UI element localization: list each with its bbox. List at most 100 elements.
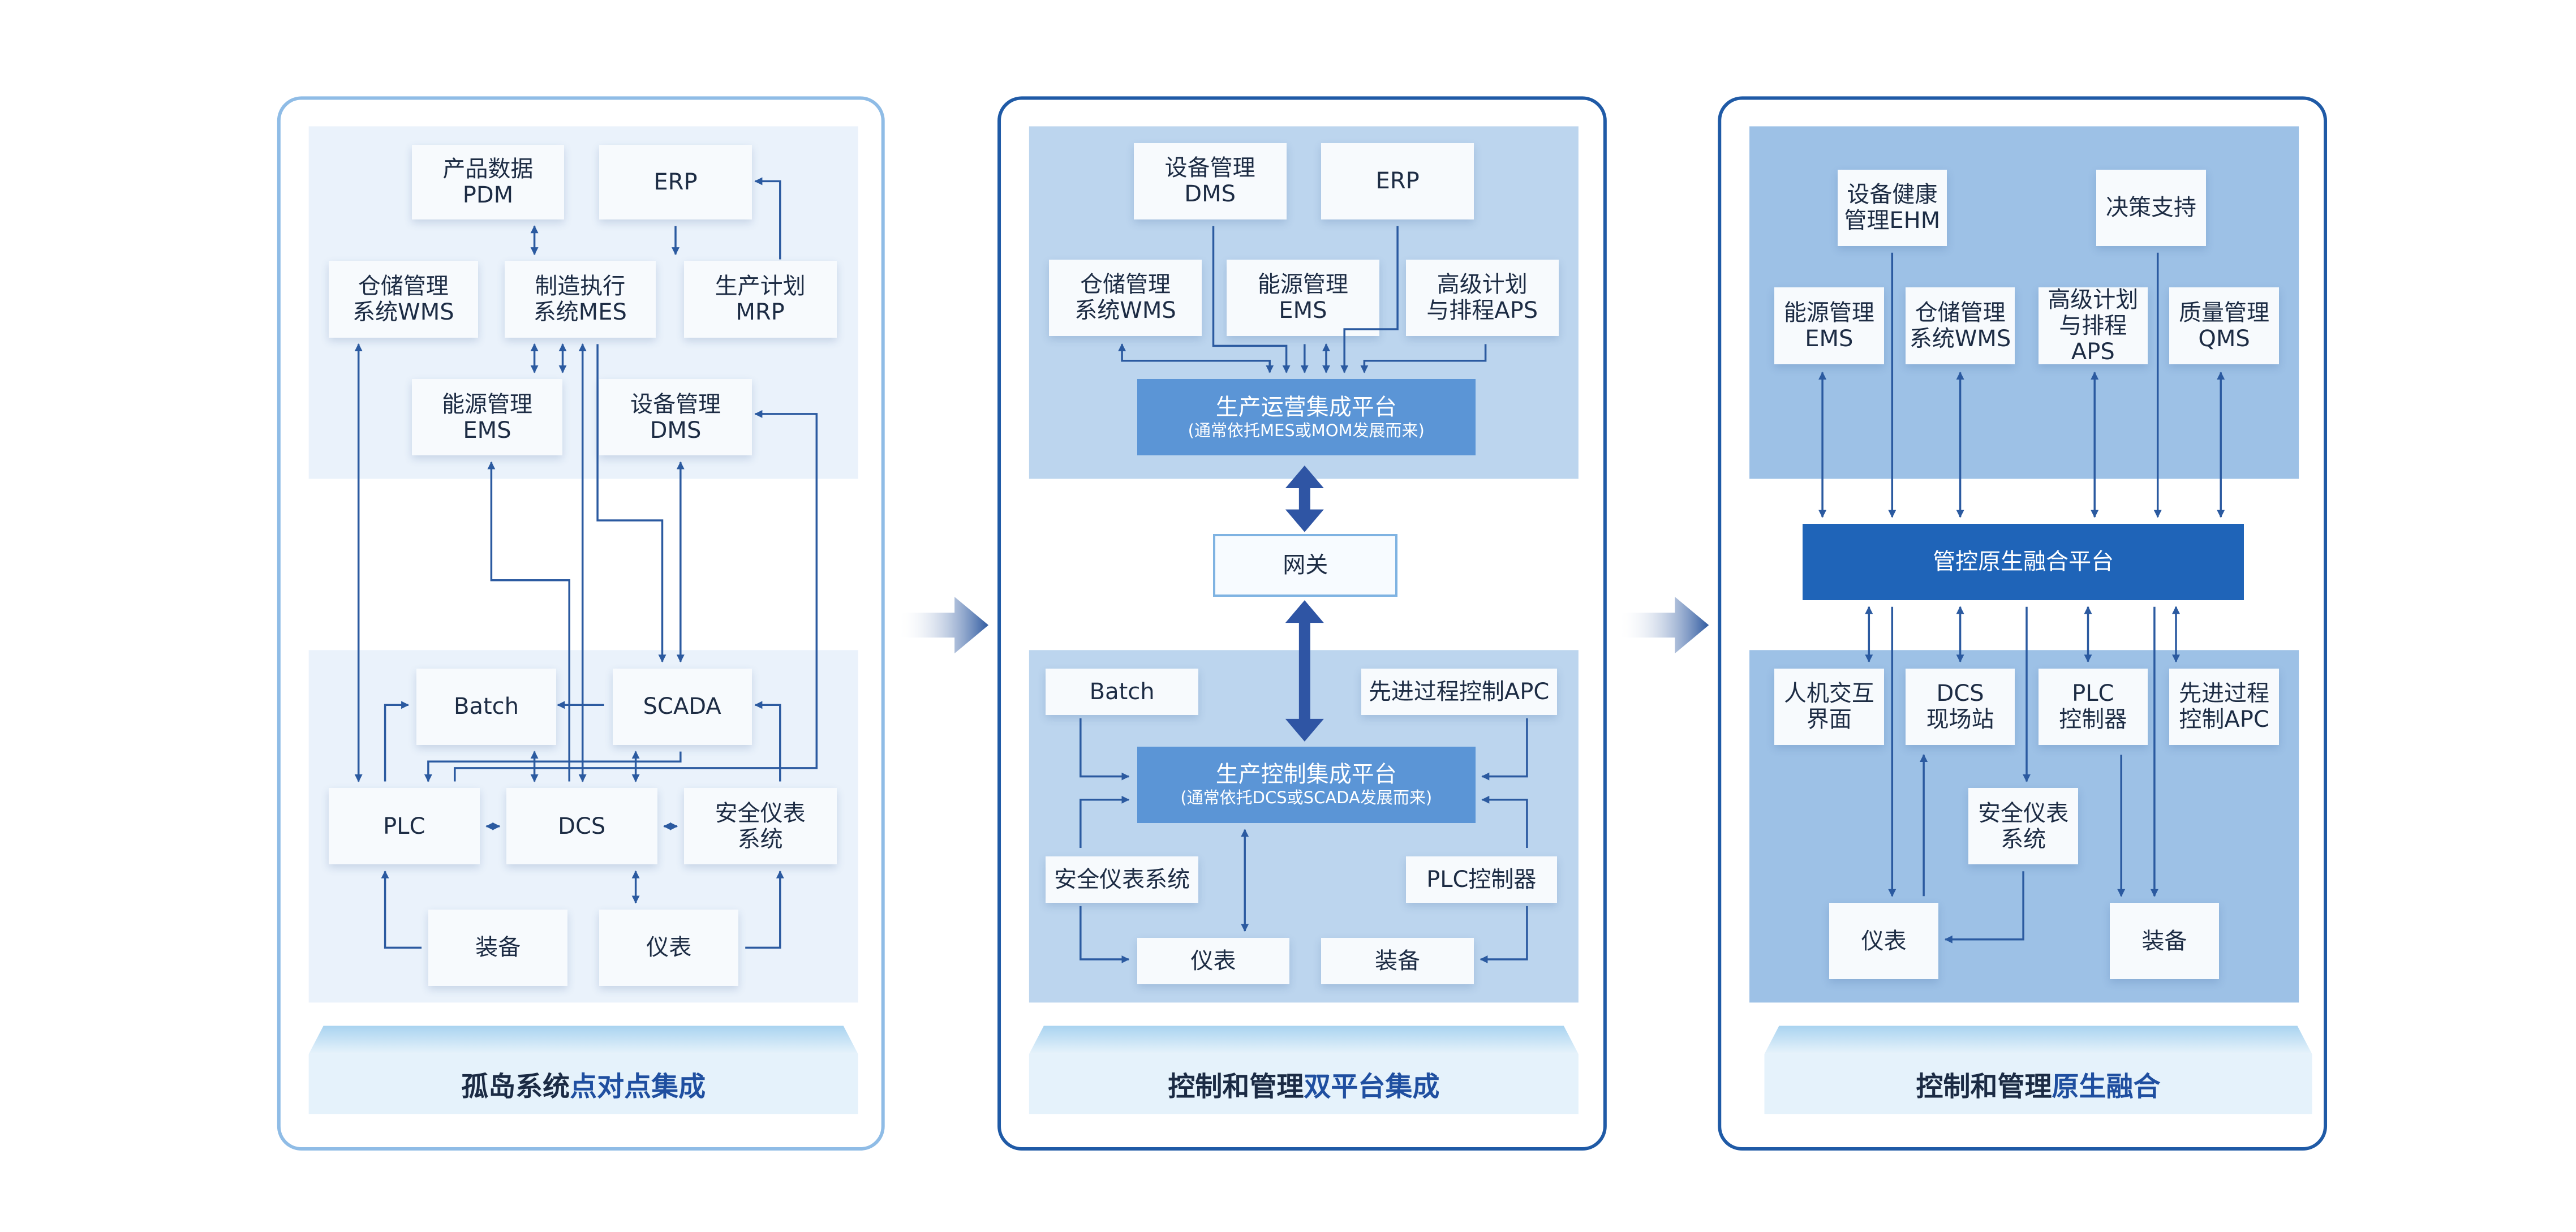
p1-erp-line-1: ERP (653, 169, 698, 195)
p2-wms-line-2: 系统WMS (1074, 298, 1176, 324)
p1-node-inst: 仪表 (599, 909, 739, 986)
caption-text: 孤岛系统 (461, 1071, 570, 1103)
caption-highlight: 双平台集成 (1304, 1071, 1440, 1103)
p1-sis-line-1: 安全仪表 (715, 800, 806, 826)
panel-caption-3: 控制和管理原生融合 (1764, 1054, 2312, 1114)
p3-fusion-line-1: 管控原生融合平台 (1933, 549, 2114, 575)
p2-aps-line-2: 与排程APS (1426, 298, 1538, 324)
p1-node-erp: ERP (599, 144, 752, 219)
p2-ems-line-1: 能源管理 (1257, 272, 1348, 298)
p1-wms-line-2: 系统WMS (352, 299, 454, 326)
p1-node-batch: Batch (416, 668, 556, 745)
p3-node-aps: 高级计划与排程APS (2038, 287, 2148, 365)
p3-wms-line-2: 系统WMS (1909, 326, 2011, 352)
p2-node-sis: 安全仪表系统 (1046, 856, 1199, 903)
p3-node-fusion: 管控原生融合平台 (1802, 523, 2244, 601)
caption-text: 控制和管理 (1916, 1071, 2052, 1103)
p3-sis-line-2: 系统 (2001, 826, 2046, 852)
p3-dcs-line-1: DCS (1936, 680, 1984, 707)
p2-node-equip: 装备 (1321, 937, 1474, 985)
p3-apc-line-2: 控制APC (2179, 707, 2269, 733)
caption-highlight: 点对点集成 (570, 1071, 706, 1103)
panel-caption-2: 控制和管理双平台集成 (1029, 1054, 1579, 1114)
p3-aps-line-1: 高级计划 (2048, 287, 2139, 313)
transition-arrow-2 (1618, 597, 1709, 654)
p1-node-plc: PLC (328, 788, 480, 865)
p2-erp-line-1: ERP (1375, 168, 1420, 195)
caption-plate-3 (1764, 1054, 2312, 1114)
p1-mrp-line-1: 生产计划 (715, 273, 806, 300)
p2-plc-line-1: PLC控制器 (1426, 866, 1537, 893)
p3-hmi-line-2: 界面 (1806, 707, 1852, 733)
p2-node-ctrl_platform: 生产控制集成平台(通常依托DCS或SCADA发展而来) (1137, 746, 1476, 823)
p1-inst-line-1: 仪表 (646, 934, 692, 961)
p1-mrp-line-2: MRP (736, 299, 785, 326)
p2-ops_platform-line-2: (通常依托MES或MOM发展而来) (1188, 420, 1425, 440)
caption-bevel-3 (1764, 1026, 2312, 1054)
p1-dms-line-1: 设备管理 (630, 391, 721, 417)
p3-ems-line-2: EMS (1805, 326, 1853, 352)
p1-dms-line-2: DMS (650, 417, 702, 443)
p3-qms-line-2: QMS (2198, 326, 2250, 352)
panel-caption-1: 孤岛系统点对点集成 (309, 1054, 858, 1114)
caption-bevel-2 (1029, 1026, 1579, 1054)
p1-pdm-line-2: PDM (462, 182, 514, 208)
p3-plc-line-1: PLC (2072, 680, 2114, 707)
p2-aps-line-1: 高级计划 (1437, 272, 1528, 298)
p1-node-scada: SCADA (612, 668, 752, 745)
p1-equip-line-1: 装备 (475, 934, 521, 961)
p3-node-sis: 安全仪表系统 (1968, 788, 2078, 865)
p2-node-ops_platform: 生产运营集成平台(通常依托MES或MOM发展而来) (1137, 379, 1476, 456)
p2-dms-line-1: 设备管理 (1164, 155, 1255, 182)
p1-dcs-line-1: DCS (558, 813, 606, 839)
p2-ctrl_platform-line-1: 生产控制集成平台 (1215, 761, 1397, 788)
p1-pdm-line-1: 产品数据 (442, 156, 534, 182)
p2-wms-line-1: 仓储管理 (1080, 272, 1171, 298)
p2-node-erp: ERP (1321, 143, 1474, 219)
p2-node-batch: Batch (1046, 668, 1199, 715)
p3-qms-line-1: 质量管理 (2179, 300, 2270, 326)
p2-node-plc: PLC控制器 (1405, 856, 1557, 903)
p3-node-inst: 仪表 (1829, 903, 1939, 980)
p1-mes-line-1: 制造执行 (535, 273, 626, 300)
transition-arrow-1 (898, 597, 989, 654)
p3-hmi-line-1: 人机交互 (1783, 680, 1874, 707)
p3-aps-line-2: 与排程APS (2059, 313, 2127, 365)
p1-ems-line-1: 能源管理 (442, 391, 532, 417)
p2-inst-line-1: 仪表 (1190, 947, 1236, 974)
p2-node-wms: 仓储管理系统WMS (1049, 259, 1202, 336)
p3-inst-line-1: 仪表 (1861, 928, 1907, 954)
p3-node-hmi: 人机交互界面 (1774, 668, 1884, 745)
caption-plate-1 (308, 1054, 858, 1114)
p3-apc-line-1: 先进过程 (2179, 680, 2270, 707)
p1-plc-line-1: PLC (383, 813, 425, 839)
caption-text: 控制和管理 (1168, 1071, 1304, 1103)
p3-node-wms: 仓储管理系统WMS (1905, 287, 2015, 364)
p3-node-dss: 决策支持 (2096, 169, 2206, 246)
p2-node-apc: 先进过程控制APC (1361, 668, 1557, 715)
p3-plc-line-2: 控制器 (2059, 707, 2127, 733)
p1-node-dcs: DCS (506, 788, 657, 865)
p2-node-inst: 仪表 (1137, 937, 1290, 985)
p3-sis-line-1: 安全仪表 (1978, 800, 2069, 826)
p1-node-mes: 制造执行系统MES (504, 261, 656, 338)
p3-dss-line-1: 决策支持 (2105, 195, 2196, 221)
p1-ems-line-2: EMS (463, 417, 511, 443)
p2-ops_platform-line-1: 生产运营集成平台 (1215, 394, 1397, 420)
p1-batch-line-1: Batch (454, 693, 519, 720)
p3-node-equip: 装备 (2109, 903, 2220, 980)
p2-equip-line-1: 装备 (1375, 947, 1421, 974)
p3-node-apc: 先进过程控制APC (2169, 668, 2279, 745)
p2-sis-line-1: 安全仪表系统 (1054, 866, 1190, 893)
p2-node-aps: 高级计划与排程APS (1405, 259, 1559, 336)
p1-sis-line-2: 系统 (737, 826, 783, 852)
p3-dcs-line-2: 现场站 (1926, 707, 1994, 733)
